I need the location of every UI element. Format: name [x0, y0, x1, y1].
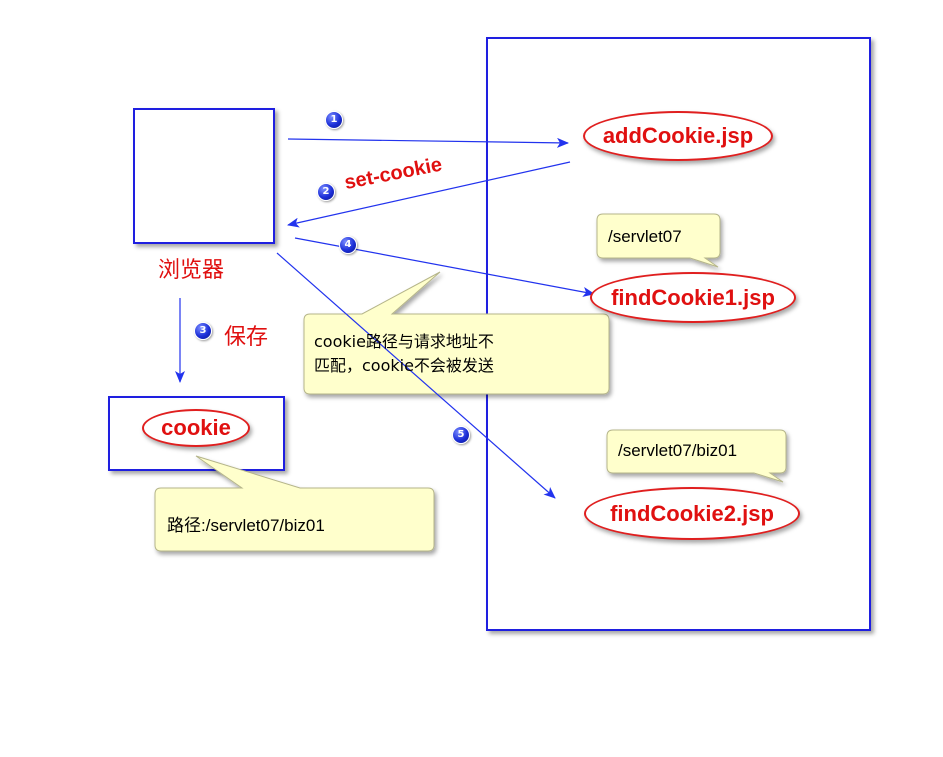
find-cookie-2-jsp: findCookie2.jsp: [584, 487, 800, 540]
browser-box: [133, 108, 275, 244]
mismatch-note: cookie路径与请求地址不 匹配，cookie不会被发送: [314, 330, 494, 378]
callout-path-1: [596, 213, 721, 268]
browser-label: 浏览器: [158, 258, 225, 283]
mismatch-note-line-2: 匹配，cookie不会被发送: [314, 356, 494, 375]
arrow-step-1: [287, 137, 569, 148]
callout-cookie-path: [154, 455, 435, 552]
mismatch-note-line-1: cookie路径与请求地址不: [314, 332, 494, 351]
find-cookie-1-jsp: findCookie1.jsp: [590, 272, 796, 323]
cookie-ellipse: cookie: [142, 409, 250, 447]
step-2-badge: 2: [317, 183, 335, 201]
add-cookie-jsp: addCookie.jsp: [583, 111, 773, 161]
step-1-badge: 1: [325, 111, 343, 129]
arrow-step-5: [276, 252, 556, 499]
step-4-badge: 4: [339, 236, 357, 254]
servlet07-biz01-path-label: /servlet07/biz01: [618, 441, 738, 460]
servlet07-path-label: /servlet07: [608, 227, 682, 246]
step-5-badge: 5: [452, 426, 470, 444]
callout-mismatch: [303, 271, 610, 395]
arrow-step-2: [287, 161, 571, 228]
save-label: 保存: [224, 325, 269, 350]
cookie-path-note: 路径:/servlet07/biz01: [167, 516, 325, 535]
callout-path-2: [606, 429, 787, 483]
step-3-badge: 3: [194, 322, 212, 340]
